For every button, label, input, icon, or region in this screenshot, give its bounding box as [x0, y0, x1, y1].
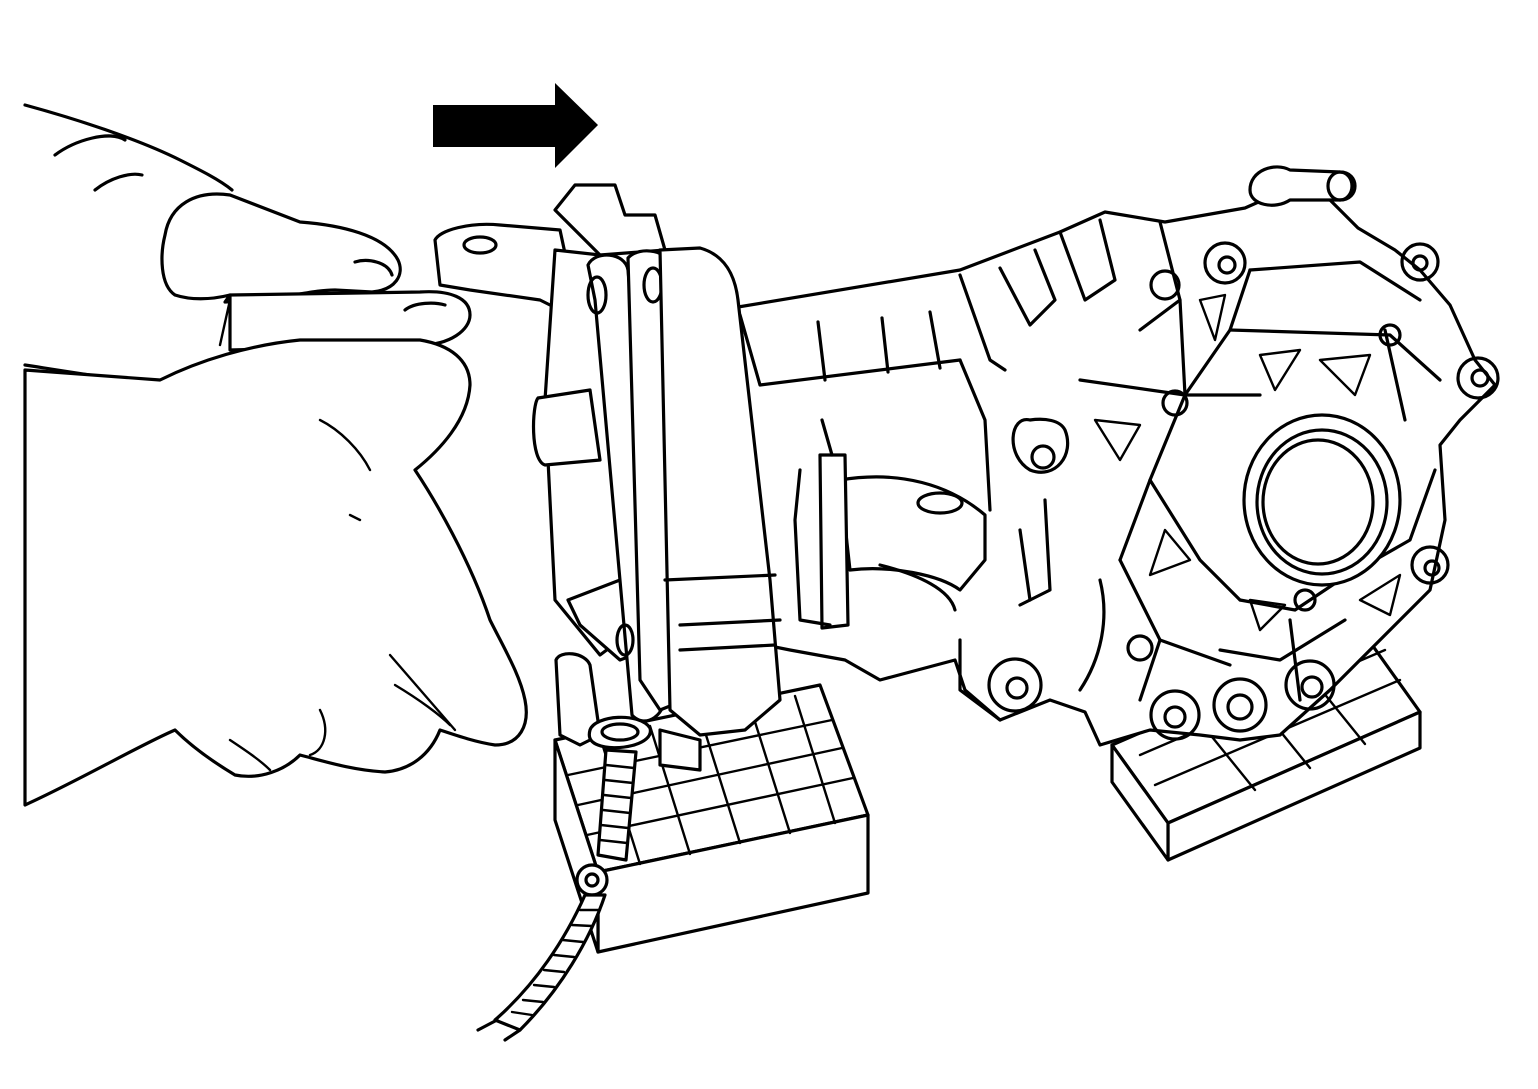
direction-arrow-icon	[433, 83, 598, 168]
front-mount-bracket	[433, 183, 782, 772]
hand-figure	[23, 103, 528, 807]
wiring-harness	[476, 715, 652, 1042]
housing-body	[718, 165, 1500, 747]
